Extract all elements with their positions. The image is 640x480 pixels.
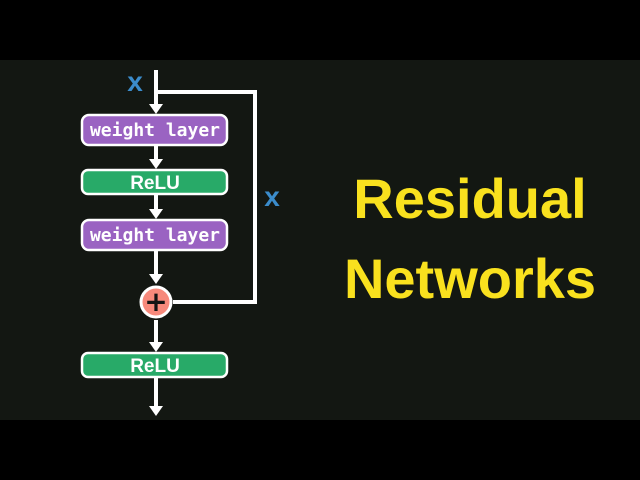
arrowhead-icon: [149, 159, 163, 169]
plus-icon: +: [144, 285, 167, 318]
arrowhead-icon: [149, 406, 163, 416]
weight-layer-2-box: [80, 218, 229, 252]
title-line-2: Networks: [344, 247, 596, 310]
arrowhead-icon: [149, 274, 163, 284]
relu-2-label: ReLU: [130, 356, 180, 377]
relu-2-box: [80, 351, 229, 379]
title-line-1: Residual: [353, 167, 586, 230]
relu-1-box: [80, 168, 229, 196]
weight-layer-2-label: weight layer: [90, 225, 220, 246]
add-node-circle: [139, 285, 173, 319]
weight-layer-1-label: weight layer: [90, 120, 220, 141]
skip-x-label: x: [264, 181, 280, 212]
relu-1-label: ReLU: [130, 173, 180, 194]
input-x-label: x: [127, 66, 143, 97]
arrowhead-icon: [149, 209, 163, 219]
arrowhead-icon: [149, 104, 163, 114]
weight-layer-1-box: [80, 113, 229, 147]
arrowhead-icon: [149, 342, 163, 352]
skip-connection-line: [156, 90, 257, 304]
